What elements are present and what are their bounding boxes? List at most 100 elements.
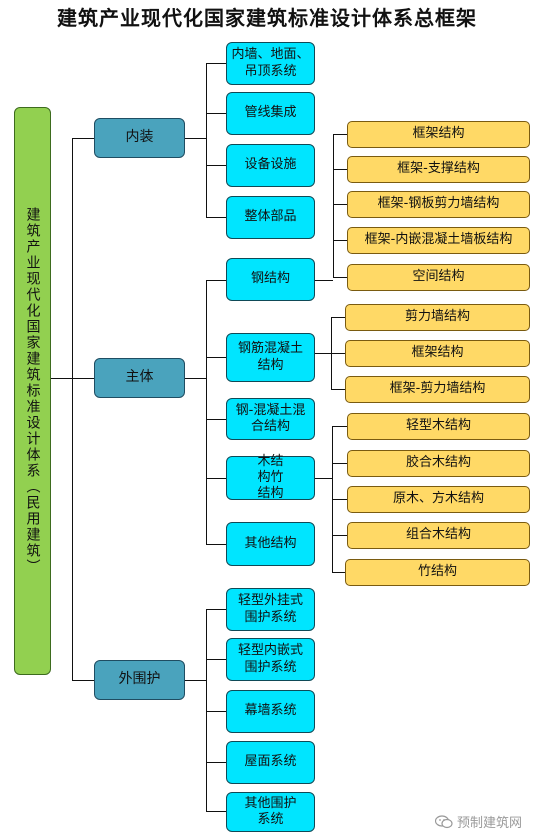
connector xyxy=(332,426,347,427)
label: 轻型木结构 xyxy=(405,418,471,434)
connector xyxy=(51,378,72,379)
connector xyxy=(333,240,347,241)
node-interior: 内装 xyxy=(94,118,185,158)
node-log-sawn-timber: 原木、方木结构 xyxy=(347,486,530,513)
connector xyxy=(332,499,347,500)
root-node: 建筑产业现代化国家建筑标准设计体系（民用建筑） xyxy=(14,107,51,675)
connector xyxy=(72,378,94,379)
connector xyxy=(206,478,226,479)
connector xyxy=(333,169,347,170)
node-integral-components: 整体部品 xyxy=(226,196,315,239)
node-light-external-envelope: 轻型外挂式围护系统 xyxy=(226,588,315,631)
node-glulam: 胶合木结构 xyxy=(347,450,530,477)
connector xyxy=(72,680,94,681)
label: 轻型外挂式围护系统 xyxy=(237,593,303,625)
node-concrete-shear-wall: 剪力墙结构 xyxy=(345,304,530,331)
connector xyxy=(72,138,73,681)
label: 竹结构 xyxy=(417,564,457,580)
label: 钢结构 xyxy=(250,271,290,287)
connector xyxy=(332,535,347,536)
node-interior-label: 内装 xyxy=(125,129,154,146)
label: 组合木结构 xyxy=(405,527,471,543)
label: 框架结构 xyxy=(412,126,465,142)
connector xyxy=(315,280,333,281)
node-other-envelope: 其他围护系统 xyxy=(226,792,315,832)
label: 框架-支撑结构 xyxy=(397,161,480,177)
connector xyxy=(206,217,226,218)
node-steel-space-structure: 空间结构 xyxy=(347,264,530,291)
connector xyxy=(72,138,94,139)
connector xyxy=(206,165,226,166)
connector xyxy=(333,204,347,205)
wechat-icon xyxy=(434,814,453,829)
watermark: 预制建筑网 xyxy=(434,812,522,831)
node-equipment-facilities: 设备设施 xyxy=(226,144,315,187)
connector xyxy=(333,134,347,135)
label: 设备设施 xyxy=(244,157,297,173)
connector xyxy=(185,680,207,681)
node-bamboo-structure: 竹结构 xyxy=(345,559,530,586)
node-main-structure: 主体 xyxy=(94,358,185,398)
node-steel-frame-embedded-concrete-wall: 框架-内嵌混凝土墙板结构 xyxy=(347,227,530,254)
connector xyxy=(206,609,207,812)
connector xyxy=(206,711,226,712)
diagram-title: 建筑产业现代化国家建筑标准设计体系总框架 xyxy=(57,6,477,30)
label: 空间结构 xyxy=(412,269,465,285)
connector xyxy=(315,353,331,354)
connector xyxy=(206,811,226,812)
label: 胶合木结构 xyxy=(405,455,471,471)
label: 钢-混凝土混合结构 xyxy=(235,402,306,434)
label: 框架-钢板剪力墙结构 xyxy=(377,196,500,212)
node-envelope-label: 外围护 xyxy=(118,671,161,688)
connector xyxy=(206,113,226,114)
connector xyxy=(332,572,345,573)
connector xyxy=(206,63,226,64)
label: 管线集成 xyxy=(244,105,297,121)
watermark-text: 预制建筑网 xyxy=(456,816,522,831)
node-steel-frame-bracing: 框架-支撑结构 xyxy=(347,156,530,183)
node-pipeline-integration: 管线集成 xyxy=(226,92,315,135)
node-concrete-frame: 框架结构 xyxy=(345,340,530,367)
label: 屋面系统 xyxy=(244,754,297,770)
label: 轻型内嵌式围护系统 xyxy=(237,643,303,675)
connector xyxy=(206,762,226,763)
connector xyxy=(206,280,226,281)
connector xyxy=(206,609,226,610)
node-roof-system: 屋面系统 xyxy=(226,741,315,784)
label: 框架-剪力墙结构 xyxy=(389,381,486,397)
label: 框架结构 xyxy=(411,345,464,361)
node-other-structures: 其他结构 xyxy=(226,522,315,566)
node-reinforced-concrete: 钢筋混凝土结构 xyxy=(226,333,315,382)
node-envelope: 外围护 xyxy=(94,660,185,700)
label: 木结构竹结构 xyxy=(257,453,284,502)
label: 剪力墙结构 xyxy=(404,309,470,325)
connector xyxy=(206,659,226,660)
label: 其他结构 xyxy=(244,535,297,551)
node-steel-frame: 框架结构 xyxy=(347,121,530,148)
label: 框架-内嵌混凝土墙板结构 xyxy=(364,232,513,248)
connector xyxy=(185,138,207,139)
connector xyxy=(331,353,345,354)
label: 其他围护系统 xyxy=(244,795,297,827)
node-steel-structure: 钢结构 xyxy=(226,258,315,301)
connector xyxy=(206,280,207,545)
connector xyxy=(185,378,207,379)
node-interior-walls-floor-ceiling: 内墙、地面、吊顶系统 xyxy=(226,42,315,85)
node-steel-frame-plate-shear-wall: 框架-钢板剪力墙结构 xyxy=(347,191,530,218)
node-light-timber: 轻型木结构 xyxy=(347,413,530,440)
connector xyxy=(206,63,207,218)
label: 幕墙系统 xyxy=(244,703,297,719)
label: 钢筋混凝土结构 xyxy=(237,341,303,373)
root-label: 建筑产业现代化国家建筑标准设计体系（民用建筑） xyxy=(24,207,41,575)
connector xyxy=(333,277,347,278)
connector xyxy=(333,134,334,278)
label: 整体部品 xyxy=(244,209,297,225)
node-main-structure-label: 主体 xyxy=(125,369,154,386)
connector xyxy=(331,389,345,390)
node-concrete-frame-shear-wall: 框架-剪力墙结构 xyxy=(345,376,530,403)
label: 内墙、地面、吊顶系统 xyxy=(231,47,310,79)
connector xyxy=(206,419,226,420)
connector xyxy=(332,463,347,464)
connector xyxy=(315,478,332,479)
connector xyxy=(206,544,226,545)
